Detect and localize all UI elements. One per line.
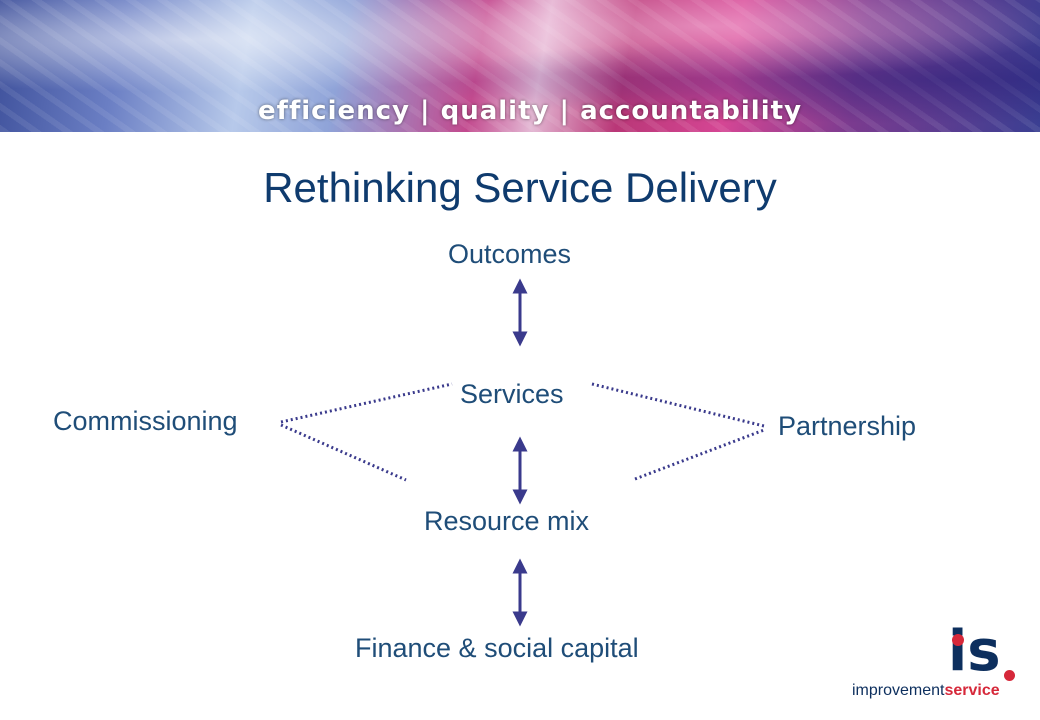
dotted-commissioning-resource xyxy=(280,423,407,482)
node-outcomes: Outcomes xyxy=(448,239,572,269)
page-title: Rethinking Service Delivery xyxy=(263,164,777,211)
node-resource-mix: Resource mix xyxy=(424,506,590,536)
logo-dot xyxy=(1004,670,1015,681)
logo-mark: is xyxy=(948,619,1001,684)
dotted-resource-partnership xyxy=(634,428,765,481)
dotted-commissioning-services xyxy=(280,382,453,424)
dotted-services-partnership xyxy=(591,382,765,428)
node-commissioning: Commissioning xyxy=(53,406,238,436)
logo-wordmark: improvementservice xyxy=(852,682,1000,700)
logo-dot xyxy=(952,634,964,646)
node-finance: Finance & social capital xyxy=(355,633,639,663)
banner-tagline: efficiency | quality | accountability xyxy=(258,96,803,126)
improvement-service-logo: is improvementservice xyxy=(852,624,1022,700)
header-banner: efficiency | quality | accountability xyxy=(0,0,1040,132)
logo-word-service: service xyxy=(944,682,1000,699)
logo-word-improvement: improvement xyxy=(852,682,945,699)
node-services: Services xyxy=(460,379,564,409)
node-partnership: Partnership xyxy=(778,411,917,441)
